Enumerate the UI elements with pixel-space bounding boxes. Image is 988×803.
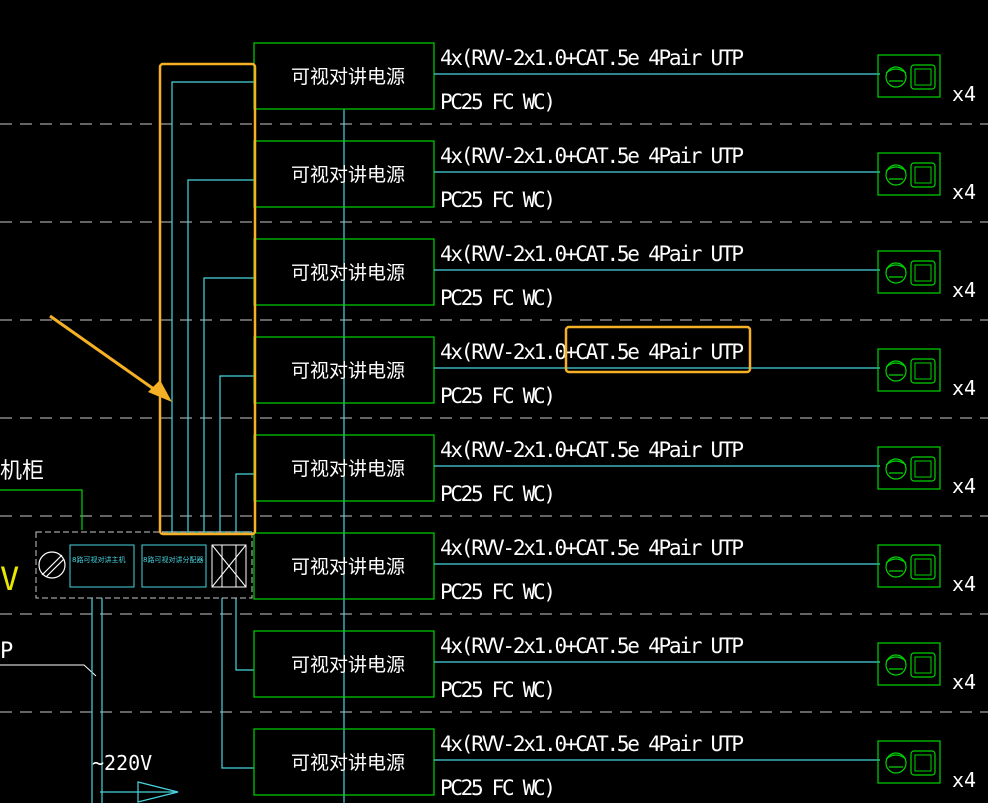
multiplier-text: x4 <box>952 376 976 400</box>
feeder-wire <box>171 81 254 532</box>
voltage-label: ~220V <box>92 751 152 775</box>
module-2 <box>141 544 207 588</box>
conduit-spec-text: PC25 FC WC) <box>440 384 556 408</box>
terminal-block <box>211 544 247 588</box>
psu-box <box>253 728 435 796</box>
wiring <box>162 81 345 803</box>
multiplier-text: x4 <box>952 670 976 694</box>
module-1 <box>69 544 135 588</box>
cable-spec-text: 4x(RVV-2x1.0+CAT.5e 4Pair UTP <box>440 242 744 266</box>
cable-spec-text: 4x(RVV-2x1.0+CAT.5e 4Pair UTP <box>440 536 744 560</box>
feeder-wire <box>219 375 254 532</box>
intercom-phone-icon <box>877 348 941 392</box>
cable-spec-text: 4x(RVV-2x1.0+CAT.5e 4Pair UTP <box>440 340 744 364</box>
psu-label: 可视对讲电源 <box>291 360 405 382</box>
cabinet-outline-wire <box>0 489 83 530</box>
floor-divider-lines <box>0 123 988 713</box>
module-2-label: 8路可视对讲分配器 <box>143 555 203 564</box>
feeder-wire <box>221 598 254 769</box>
multiplier-text: x4 <box>952 180 976 204</box>
psu-label: 可视对讲电源 <box>291 262 405 284</box>
highlight-cat5e-text <box>564 325 752 374</box>
psu-label: 可视对讲电源 <box>291 556 405 578</box>
cabinet-label: 机柜 <box>0 459 44 484</box>
multiplier-text: x4 <box>952 278 976 302</box>
intercom-phone-icon <box>877 544 941 588</box>
intercom-phone-icon <box>877 152 941 196</box>
psu-row: 可视对讲电源 4x(RVV-2x1.0+CAT.5e 4Pair UTP PC25 … <box>253 42 976 114</box>
intercom-phone-icon <box>877 642 941 686</box>
conduit-spec-text: PC25 FC WC) <box>440 90 556 114</box>
psu-label: 可视对讲电源 <box>291 458 405 480</box>
cabinet-area: 机柜 8路可视对讲主机 8路可视对讲分配器 V P ~220V <box>0 459 253 803</box>
psu-label: 可视对讲电源 <box>291 654 405 676</box>
annotations <box>49 62 752 536</box>
psu-row: 可视对讲电源 4x(RVV-2x1.0+CAT.5e 4Pair UTP PC25 … <box>253 434 976 506</box>
psu-row: 可视对讲电源 4x(RVV-2x1.0+CAT.5e 4Pair UTP PC25 … <box>253 728 976 800</box>
conduit-spec-text: PC25 FC WC) <box>440 286 556 310</box>
arrow-symbol <box>137 781 179 803</box>
multiplier-text: x4 <box>952 768 976 792</box>
psu-label: 可视对讲电源 <box>291 752 405 774</box>
psu-rows: 可视对讲电源 4x(RVV-2x1.0+CAT.5e 4Pair UTP PC25 … <box>253 42 976 800</box>
psu-row: 可视对讲电源 4x(RVV-2x1.0+CAT.5e 4Pair UTP PC25 … <box>253 140 976 212</box>
intercom-phone-icon <box>877 250 941 294</box>
cabinet-frame <box>35 531 253 599</box>
partial-v-text: V <box>0 560 19 598</box>
psu-row: 可视对讲电源 4x(RVV-2x1.0+CAT.5e 4Pair UTP PC25 … <box>253 532 976 604</box>
annotation-arrow-line <box>49 314 159 394</box>
psu-box <box>253 532 435 600</box>
conduit-spec-text: PC25 FC WC) <box>440 678 556 702</box>
psu-row: 可视对讲电源 4x(RVV-2x1.0+CAT.5e 4Pair UTP PC25 … <box>253 336 976 408</box>
switch-symbol <box>38 551 66 579</box>
cable-spec-text: 4x(RVV-2x1.0+CAT.5e 4Pair UTP <box>440 732 744 756</box>
cable-spec-text: 4x(RVV-2x1.0+CAT.5e 4Pair UTP <box>440 438 744 462</box>
multiplier-text: x4 <box>952 82 976 106</box>
conduit-spec-text: PC25 FC WC) <box>440 188 556 212</box>
conduit-spec-text: PC25 FC WC) <box>440 776 556 800</box>
intercom-phone-icon <box>877 740 941 784</box>
feeder-wire <box>235 473 254 532</box>
cable-spec-text: 4x(RVV-2x1.0+CAT.5e 4Pair UTP <box>440 144 744 168</box>
psu-label: 可视对讲电源 <box>291 66 405 88</box>
module-1-label: 8路可视对讲主机 <box>72 555 125 564</box>
psu-row: 可视对讲电源 4x(RVV-2x1.0+CAT.5e 4Pair UTP PC25 … <box>253 238 976 310</box>
feeder-wire <box>187 179 254 532</box>
multiplier-text: x4 <box>952 474 976 498</box>
multiplier-text: x4 <box>952 572 976 596</box>
cable-spec-text: 4x(RVV-2x1.0+CAT.5e 4Pair UTP <box>440 46 744 70</box>
conduit-spec-text: PC25 FC WC) <box>440 580 556 604</box>
feeder-wire <box>235 598 254 671</box>
partial-p-text: P <box>0 639 13 664</box>
annotation-arrow-head <box>148 380 172 402</box>
conduit-spec-text: PC25 FC WC) <box>440 482 556 506</box>
psu-label: 可视对讲电源 <box>291 164 405 186</box>
psu-row: 可视对讲电源 4x(RVV-2x1.0+CAT.5e 4Pair UTP PC25 … <box>253 630 976 702</box>
feeder-wire <box>203 277 254 532</box>
intercom-phone-icon <box>877 54 941 98</box>
intercom-phone-icon <box>877 446 941 490</box>
highlight-wire-bundle <box>158 62 257 536</box>
psu-box <box>253 630 435 698</box>
cable-spec-text: 4x(RVV-2x1.0+CAT.5e 4Pair UTP <box>440 634 744 658</box>
